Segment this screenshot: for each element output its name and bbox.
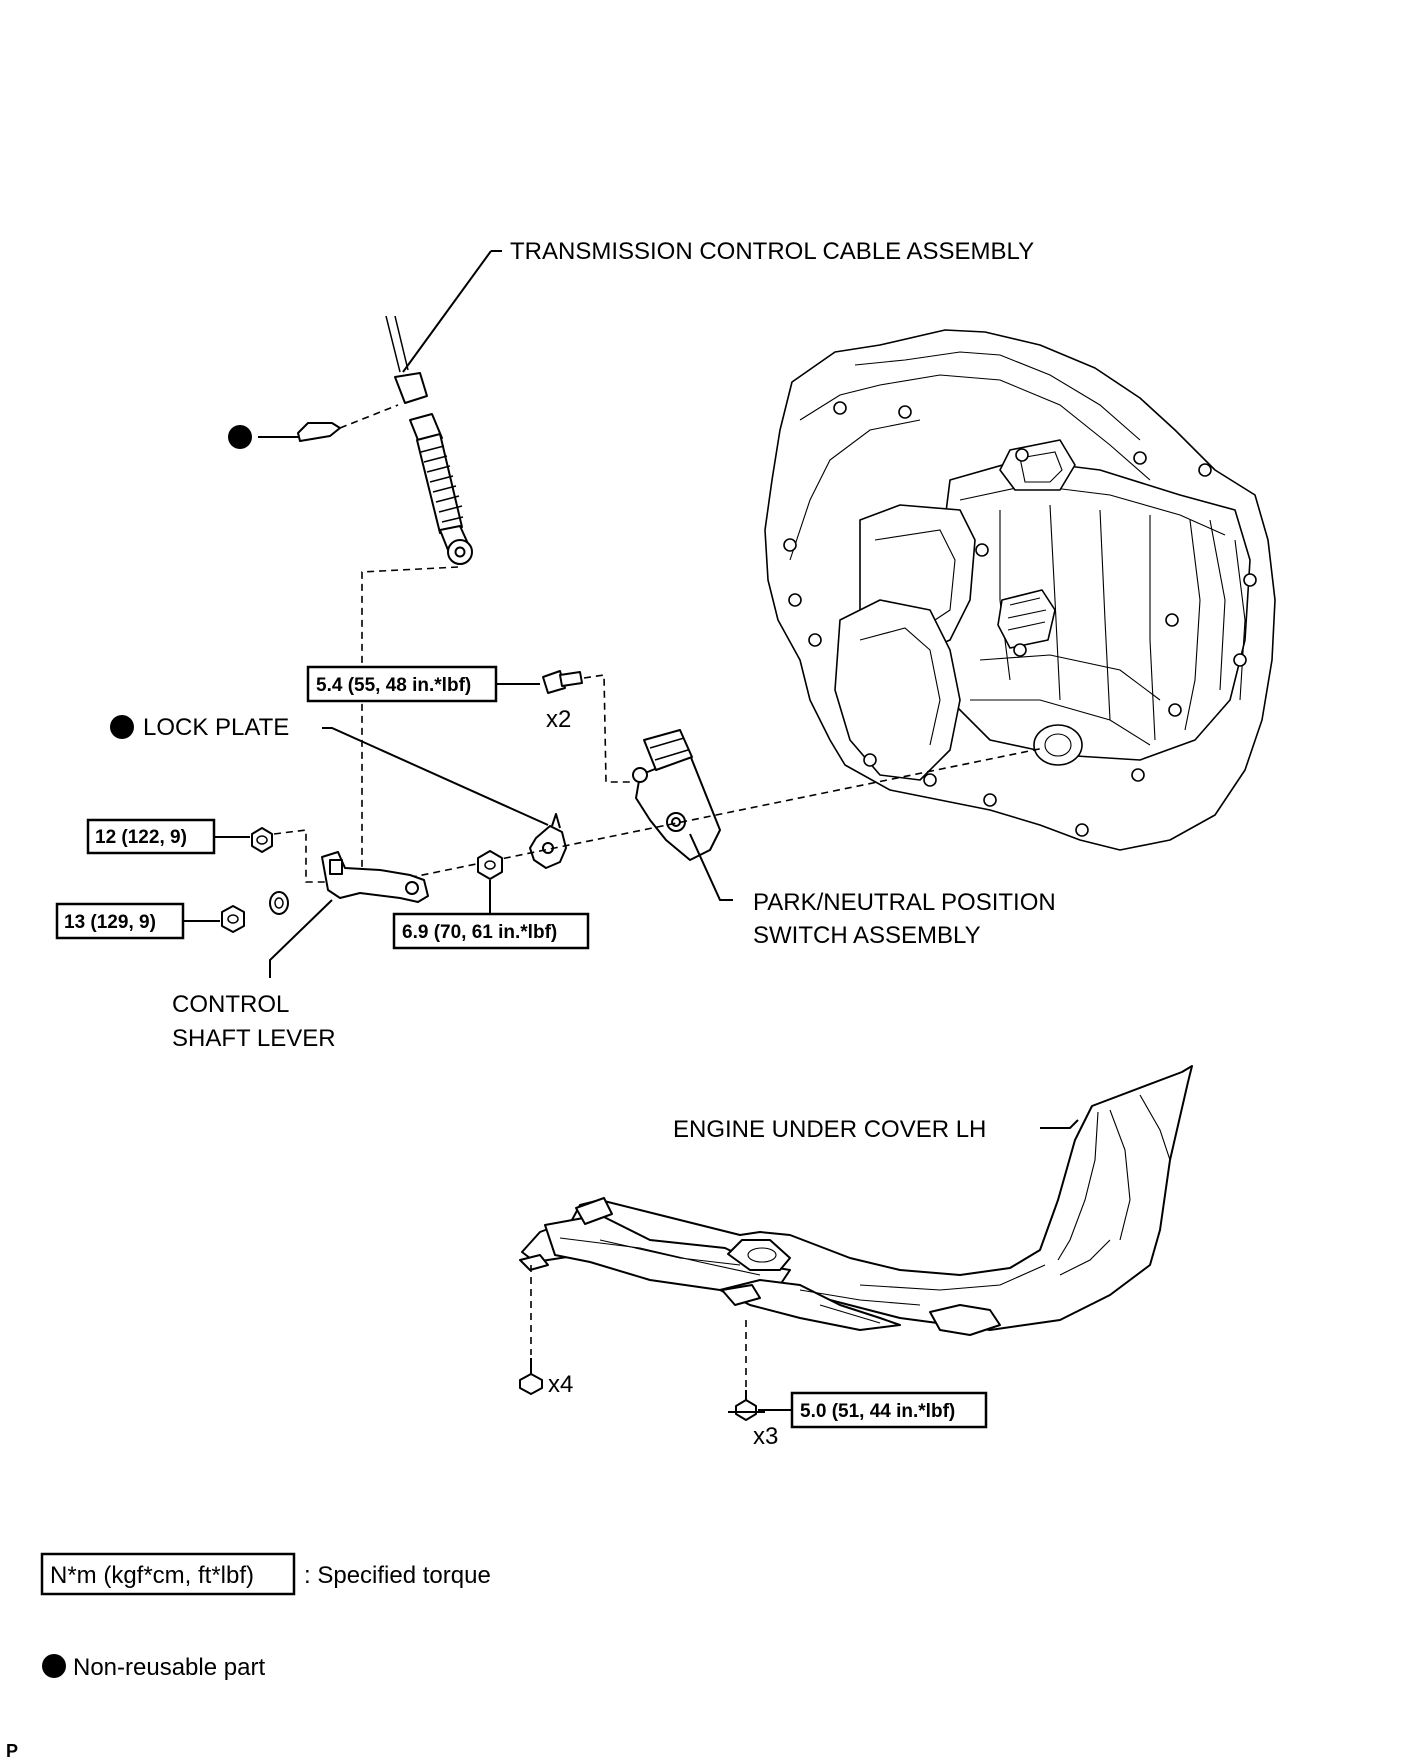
park-neutral-label-line1: PARK/NEUTRAL POSITION bbox=[753, 889, 1056, 916]
park-neutral-label-line2: SWITCH ASSEMBLY bbox=[753, 922, 981, 949]
nut-12-torque: 12 (122, 9) bbox=[95, 827, 187, 848]
cable-clip bbox=[297, 422, 341, 442]
park-neutral-position-switch bbox=[632, 729, 721, 861]
lever-washer bbox=[269, 891, 289, 915]
clip-qty: x4 bbox=[548, 1371, 573, 1398]
shaft-nut-torque-box bbox=[392, 912, 590, 950]
cover-bolt-qty: x3 bbox=[753, 1423, 778, 1450]
cover-bolt-torque: 5.0 (51, 44 in.*lbf) bbox=[800, 1401, 955, 1422]
lever-nut-upper bbox=[251, 827, 273, 853]
legend-torque-units: N*m (kgf*cm, ft*lbf) bbox=[50, 1562, 254, 1589]
engine-under-cover-label: ENGINE UNDER COVER LH bbox=[673, 1116, 986, 1143]
transmission-control-cable bbox=[385, 315, 473, 565]
switch-bolt-torque: 5.4 (55, 48 in.*lbf) bbox=[316, 675, 471, 696]
lock-plate-leader bbox=[322, 727, 549, 826]
non-reusable-marker-clip bbox=[228, 425, 252, 449]
cable-leader-line bbox=[402, 250, 492, 373]
under-cover-bolt bbox=[728, 1390, 765, 1421]
legend-non-reusable-marker bbox=[42, 1654, 66, 1678]
shaft-nut bbox=[477, 850, 503, 880]
transaxle-assembly bbox=[764, 329, 1276, 851]
legend-non-reusable-text: Non-reusable part bbox=[73, 1654, 265, 1681]
nut-13-torque-box bbox=[55, 902, 185, 940]
cover-bolt-torque-box bbox=[790, 1391, 988, 1429]
engine-under-cover-lh bbox=[519, 1065, 1193, 1336]
lock-plate-label: LOCK PLATE bbox=[143, 714, 289, 741]
transmission-control-cable-label: TRANSMISSION CONTROL CABLE ASSEMBLY bbox=[510, 238, 1034, 265]
lever-nut-lower bbox=[221, 905, 245, 933]
legend: N*m (kgf*cm, ft*lbf) : Specified torque … bbox=[40, 1552, 491, 1681]
under-cover-leader bbox=[1040, 1119, 1079, 1129]
switch-bolt-qty: x2 bbox=[546, 706, 571, 733]
control-shaft-label-line2: SHAFT LEVER bbox=[172, 1025, 336, 1052]
shaft-lever-leader bbox=[269, 899, 333, 978]
legend-torque-box bbox=[40, 1552, 296, 1596]
under-cover-clip bbox=[519, 1358, 543, 1395]
switch-leader bbox=[689, 833, 733, 901]
legend-torque-desc: : Specified torque bbox=[304, 1562, 491, 1589]
switch-bolt bbox=[542, 670, 583, 694]
lock-plate bbox=[529, 813, 567, 869]
shaft-nut-torque: 6.9 (70, 61 in.*lbf) bbox=[402, 922, 557, 943]
control-shaft-label-line1: CONTROL bbox=[172, 991, 289, 1018]
nut-13-torque: 13 (129, 9) bbox=[64, 912, 156, 933]
non-reusable-marker-lock-plate bbox=[110, 715, 134, 739]
figure-code: P bbox=[6, 1741, 18, 1761]
control-shaft-lever bbox=[321, 851, 429, 903]
